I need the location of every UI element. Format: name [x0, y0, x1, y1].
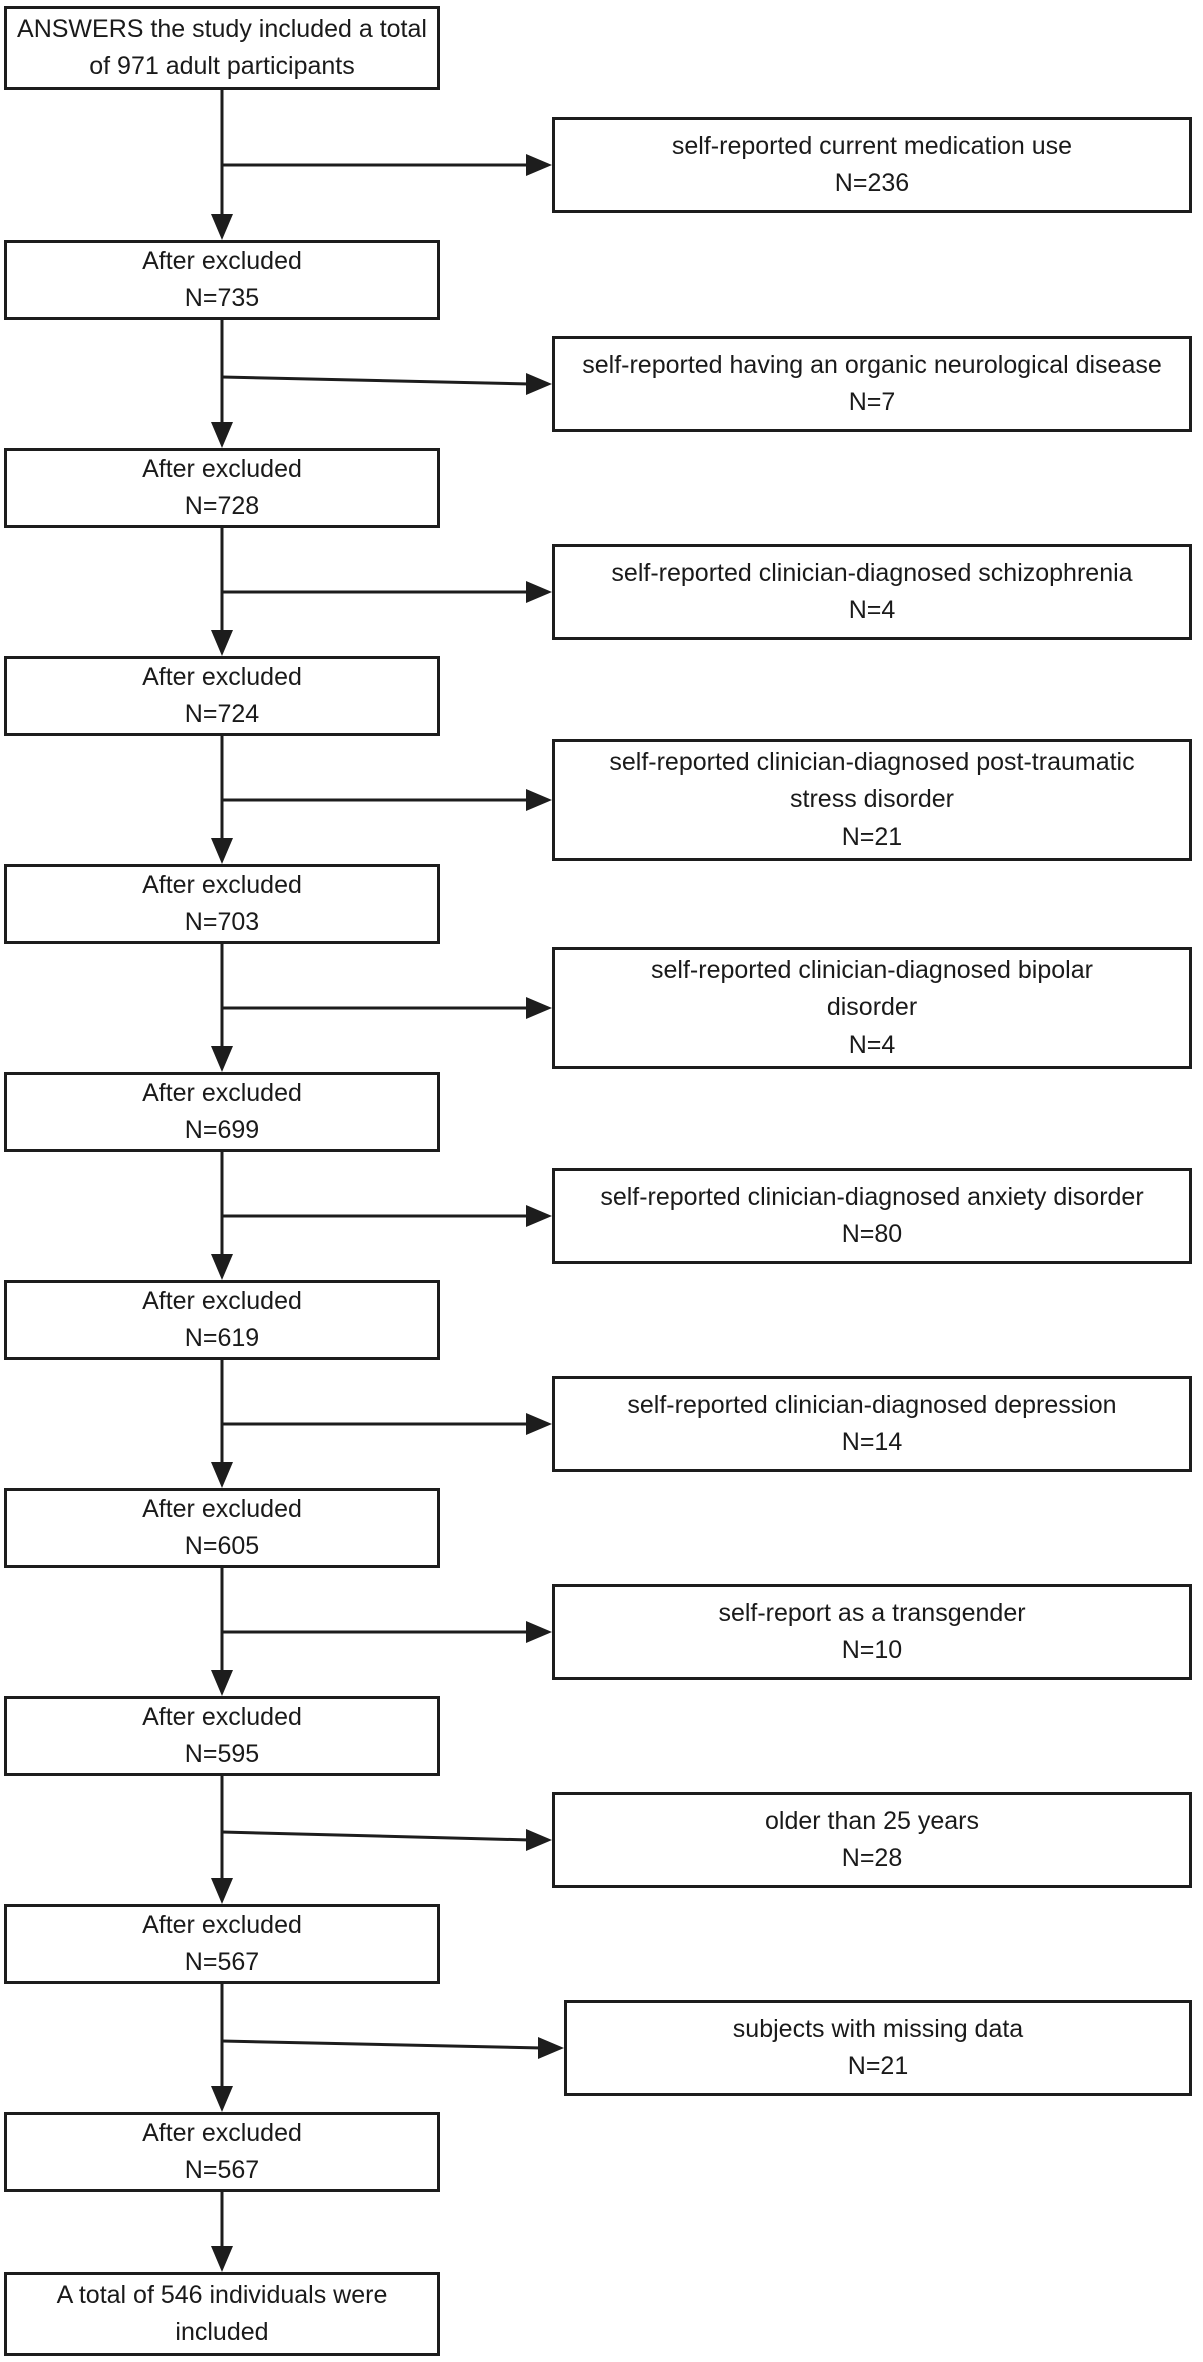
- exclusion-box-schizophrenia: self-reported clinician-diagnosed schizo…: [552, 544, 1192, 640]
- result-box-3: After excluded N=724: [4, 656, 440, 736]
- result-box-10: After excluded N=567: [4, 2112, 440, 2192]
- exclusion-arrow-3: [222, 581, 552, 603]
- exclusion-box-missing-data: subjects with missing data N=21: [564, 2000, 1192, 2096]
- exclusion-box-medication: self-reported current medication use N=2…: [552, 117, 1192, 213]
- flow-arrow-down-10: [211, 1984, 233, 2112]
- exclusion-box-transgender: self-report as a transgender N=10: [552, 1584, 1192, 1680]
- flow-arrow-down-7: [211, 1360, 233, 1488]
- result-box-9: After excluded N=567: [4, 1904, 440, 1984]
- result-box-6: After excluded N=619: [4, 1280, 440, 1360]
- exclusion-arrow-5: [222, 997, 552, 1019]
- exclusion-box-neurological-disease: self-reported having an organic neurolog…: [552, 336, 1192, 432]
- final-box: A total of 546 individuals were included: [4, 2272, 440, 2356]
- flow-arrow-down-8: [211, 1568, 233, 1696]
- exclusion-arrow-8: [222, 1621, 552, 1643]
- exclusion-box-anxiety: self-reported clinician-diagnosed anxiet…: [552, 1168, 1192, 1264]
- exclusion-box-depression: self-reported clinician-diagnosed depres…: [552, 1376, 1192, 1472]
- flow-arrow-down-6: [211, 1152, 233, 1280]
- result-box-1: After excluded N=735: [4, 240, 440, 320]
- result-box-2: After excluded N=728: [4, 448, 440, 528]
- exclusion-arrow-2: [221, 373, 552, 395]
- flow-arrow-down-9: [211, 1776, 233, 1904]
- exclusion-box-ptsd: self-reported clinician-diagnosed post-t…: [552, 739, 1192, 861]
- flow-arrow-down-2: [211, 320, 233, 448]
- result-box-4: After excluded N=703: [4, 864, 440, 944]
- flow-arrow-down-1: [211, 90, 233, 240]
- exclusion-arrow-6: [222, 1205, 552, 1227]
- exclusion-arrow-7: [222, 1413, 552, 1435]
- result-box-5: After excluded N=699: [4, 1072, 440, 1152]
- start-box: ANSWERS the study included a total of 97…: [4, 6, 440, 90]
- flow-arrow-down-11: [211, 2192, 233, 2272]
- result-box-8: After excluded N=595: [4, 1696, 440, 1776]
- exclusion-arrow-10: [221, 2037, 564, 2059]
- exclusion-arrow-4: [222, 789, 552, 811]
- exclusion-box-bipolar: self-reported clinician-diagnosed bipola…: [552, 947, 1192, 1069]
- result-box-7: After excluded N=605: [4, 1488, 440, 1568]
- exclusion-arrow-9: [221, 1829, 552, 1851]
- exclusion-arrow-1: [222, 154, 552, 176]
- flow-arrow-down-5: [211, 944, 233, 1072]
- exclusion-box-older-than-25: older than 25 years N=28: [552, 1792, 1192, 1888]
- flow-arrow-down-3: [211, 528, 233, 656]
- flow-arrow-down-4: [211, 736, 233, 864]
